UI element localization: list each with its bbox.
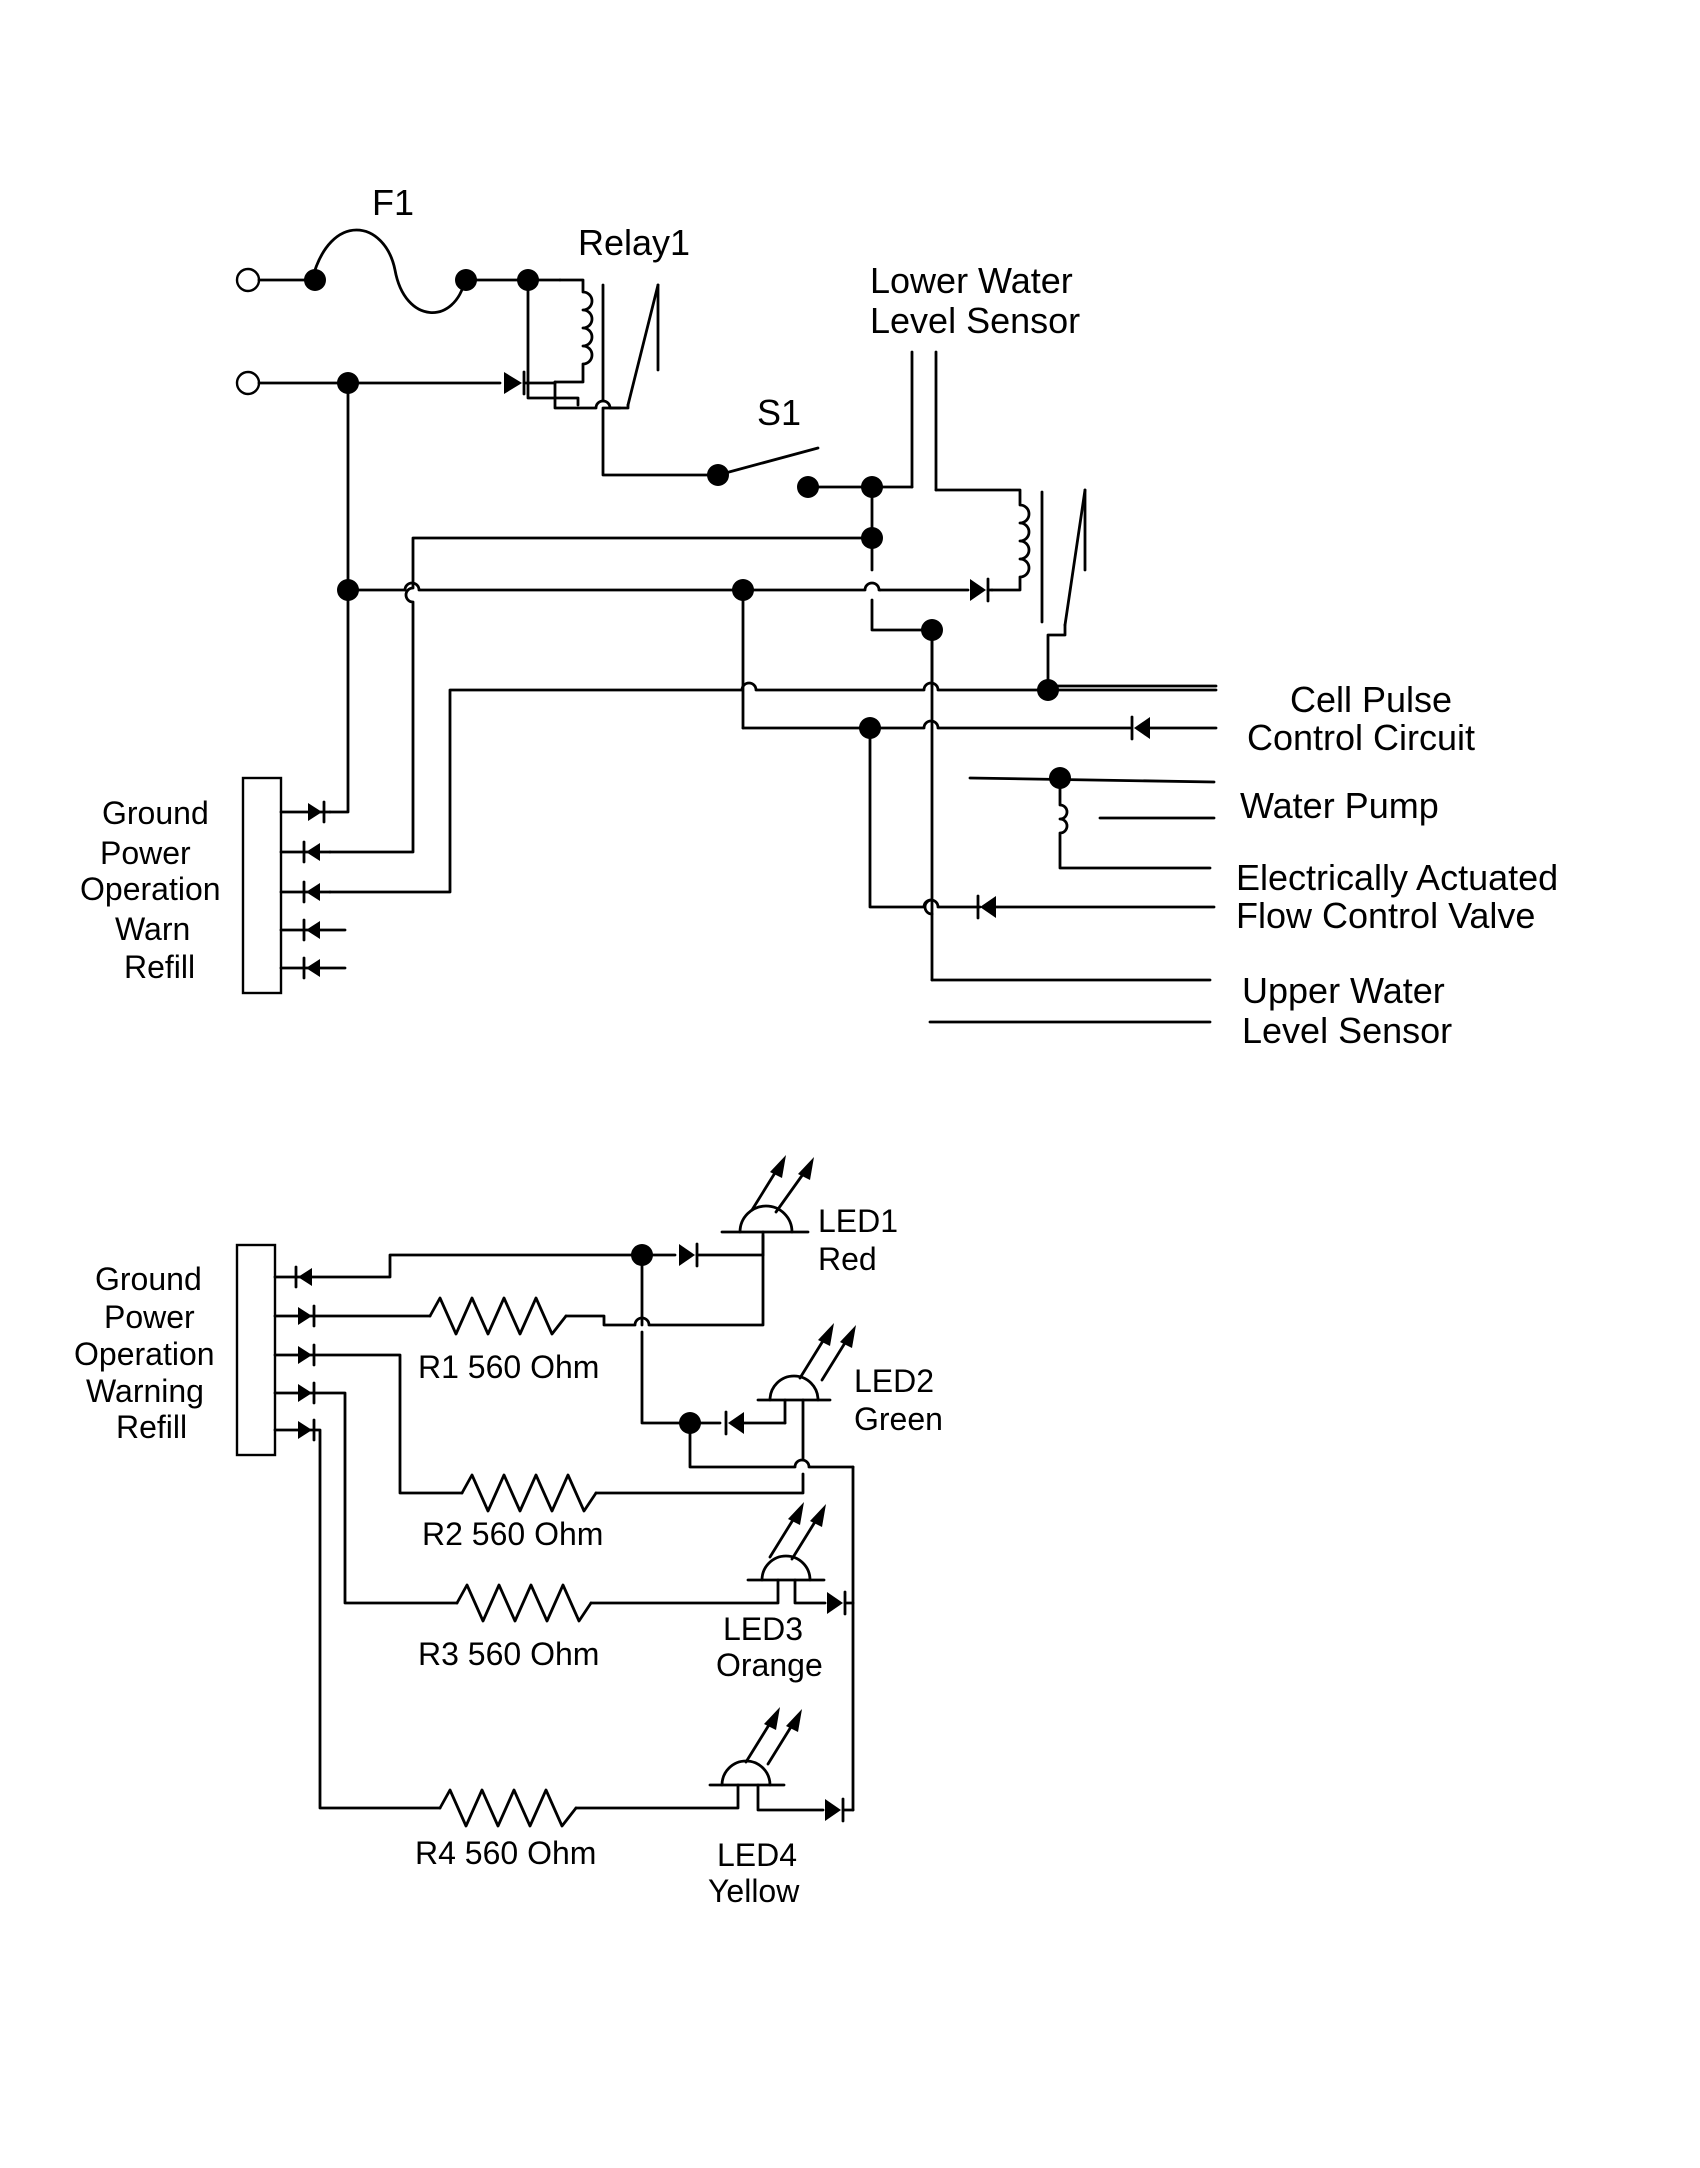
led1-color: Red <box>818 1241 877 1277</box>
led2 <box>756 1323 856 1402</box>
diode-cell-pulse <box>1134 717 1150 739</box>
relay1-coil <box>553 278 594 384</box>
led2-color: Green <box>854 1401 943 1437</box>
diode-relay2 <box>970 579 986 601</box>
lower-sensor-label-2: Level Sensor <box>870 300 1080 341</box>
top-connector-label-power: Power <box>100 835 191 871</box>
input-terminal-bottom <box>235 370 261 396</box>
bottom-circuit: Ground Power Operation Warning Refill LE… <box>74 1155 943 1909</box>
bottom-connector-block <box>235 1243 277 1457</box>
bottom-connector-label-operation: Operation <box>74 1336 215 1372</box>
relay2-switch-arm <box>1063 488 1087 627</box>
r4-label: R4 560 Ohm <box>415 1835 596 1871</box>
top-connector-pins <box>279 800 347 980</box>
switch-s1 <box>716 446 820 477</box>
relay2-coil <box>934 488 1031 592</box>
cell-pulse-label-2: Control Circuit <box>1247 717 1475 758</box>
bottom-connector-label-ground: Ground <box>95 1261 202 1297</box>
bottom-connector-pins <box>294 1265 316 1442</box>
top-connector-label-operation: Operation <box>80 871 221 907</box>
diode-valve <box>980 896 996 918</box>
r2-label: R2 560 Ohm <box>422 1516 603 1552</box>
top-connector-block <box>241 776 283 995</box>
relay-label: Relay1 <box>578 222 690 263</box>
resistor-r2 <box>460 1473 598 1513</box>
input-terminal-top <box>235 267 261 293</box>
led4-name: LED4 <box>717 1837 797 1873</box>
diode-led3 <box>827 1592 843 1614</box>
diode-led1 <box>679 1244 695 1266</box>
fuse-label: F1 <box>372 182 414 223</box>
bottom-connector-label-refill: Refill <box>116 1409 187 1445</box>
fuse-f1 <box>310 228 467 314</box>
led4 <box>708 1707 802 1787</box>
water-pump-coil <box>1058 776 1212 870</box>
top-connector-label-warn: Warn <box>115 911 190 947</box>
cell-pulse-label-1: Cell Pulse <box>1290 679 1452 720</box>
water-pump-label: Water Pump <box>1240 785 1439 826</box>
upper-sensor-label-1: Upper Water <box>1242 970 1445 1011</box>
relay1-switch-arm <box>626 283 660 407</box>
bottom-connector-label-warning: Warning <box>86 1373 204 1409</box>
led3-name: LED3 <box>723 1611 803 1647</box>
resistor-r1 <box>428 1296 568 1336</box>
resistor-r3 <box>455 1583 593 1623</box>
led2-name: LED2 <box>854 1363 934 1399</box>
r1-label: R1 560 Ohm <box>418 1349 599 1385</box>
bottom-connector-label-power: Power <box>104 1299 195 1335</box>
led1-name: LED1 <box>818 1203 898 1239</box>
top-connector-label-refill: Refill <box>124 949 195 985</box>
diode-led2 <box>728 1412 744 1434</box>
valve-label-1: Electrically Actuated <box>1236 857 1558 898</box>
led1 <box>720 1155 814 1234</box>
diode-relay <box>504 372 522 394</box>
top-connector-label-ground: Ground <box>102 795 209 831</box>
upper-sensor-label-2: Level Sensor <box>1242 1010 1452 1051</box>
switch-label: S1 <box>757 392 801 433</box>
resistor-r4 <box>438 1788 578 1828</box>
led3 <box>746 1502 826 1582</box>
led3-color: Orange <box>716 1647 823 1683</box>
diode-led4 <box>825 1799 841 1821</box>
led4-color: Yellow <box>708 1873 800 1909</box>
top-circuit: F1 Relay1 S1 Lower Water Level Sensor <box>80 182 1558 1051</box>
lower-sensor-label-1: Lower Water <box>870 260 1073 301</box>
valve-label-2: Flow Control Valve <box>1236 895 1535 936</box>
r3-label: R3 560 Ohm <box>418 1636 599 1672</box>
